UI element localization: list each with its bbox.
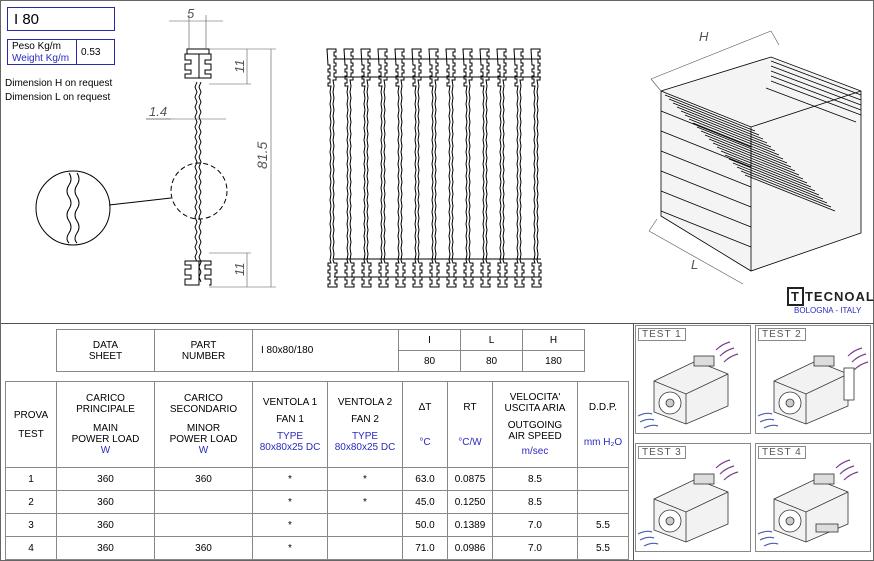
tests-divider xyxy=(633,323,634,560)
dim-h-label: H xyxy=(522,329,585,351)
test-4-label: TEST 4 xyxy=(758,446,806,459)
profile-code: I 80 xyxy=(7,7,115,31)
dim-height-label: 81.5 xyxy=(254,142,270,169)
brand-mark-icon: T xyxy=(787,287,804,306)
test-4-panel: TEST 4 xyxy=(755,443,871,552)
test-1-label: TEST 1 xyxy=(638,328,686,341)
dim-i-label: I xyxy=(398,329,461,351)
iso-dim-l-label: L xyxy=(691,257,698,272)
brand-name: TECNOAL xyxy=(804,289,874,304)
fin-stack-front-view xyxy=(326,48,542,288)
dim-tab-bottom-label: 11 xyxy=(232,263,247,277)
dim-tab-top-label: 11 xyxy=(232,60,247,74)
test-3-panel: TEST 3 xyxy=(635,443,751,552)
test-1-panel: TEST 1 xyxy=(635,325,751,434)
note-dimension-l: Dimension L on request xyxy=(5,92,111,103)
test-1-illustration xyxy=(637,341,739,429)
test-2-illustration xyxy=(757,347,869,429)
header-rt: RT°C/W xyxy=(447,381,493,468)
single-profile xyxy=(35,15,276,288)
main-load-unit: W xyxy=(100,445,111,456)
test-3-illustration xyxy=(637,459,739,547)
dim-i-value: 80 xyxy=(398,350,461,372)
part-number-value: I 80x80/180 xyxy=(252,329,399,372)
section-divider xyxy=(1,323,873,324)
dim-fin-label: 1.4 xyxy=(149,104,167,119)
test-3-label: TEST 3 xyxy=(638,446,686,459)
test-2-panel: TEST 2 xyxy=(755,325,871,434)
isometric-view xyxy=(648,30,862,285)
dim-width-label: 5 xyxy=(187,6,195,21)
technical-drawing: 5 11 11 1.4 81.5 xyxy=(35,6,862,288)
minor-load-unit: W xyxy=(198,445,209,456)
header-ddp: D.D.P.mm H₂O xyxy=(577,381,629,468)
weight-separator xyxy=(76,40,77,64)
test-2-label: TEST 2 xyxy=(758,328,806,341)
weight-value: 0.53 xyxy=(81,47,101,58)
note-dimension-h: Dimension H on request xyxy=(5,78,113,89)
weight-box: Peso Kg/m Weight Kg/m 0.53 xyxy=(7,39,115,65)
dim-l-value: 80 xyxy=(460,350,523,372)
header-delta-t: ΔT°C xyxy=(402,381,448,468)
test-4-illustration xyxy=(757,459,859,547)
weight-label-it: Peso Kg/m xyxy=(12,41,61,52)
brand-city: BOLOGNA - ITALY xyxy=(794,306,862,315)
dim-l-label: L xyxy=(460,329,523,351)
dim-h-value: 180 xyxy=(522,350,585,372)
weight-label-en: Weight Kg/m xyxy=(12,53,70,64)
iso-dim-h-label: H xyxy=(699,29,709,44)
